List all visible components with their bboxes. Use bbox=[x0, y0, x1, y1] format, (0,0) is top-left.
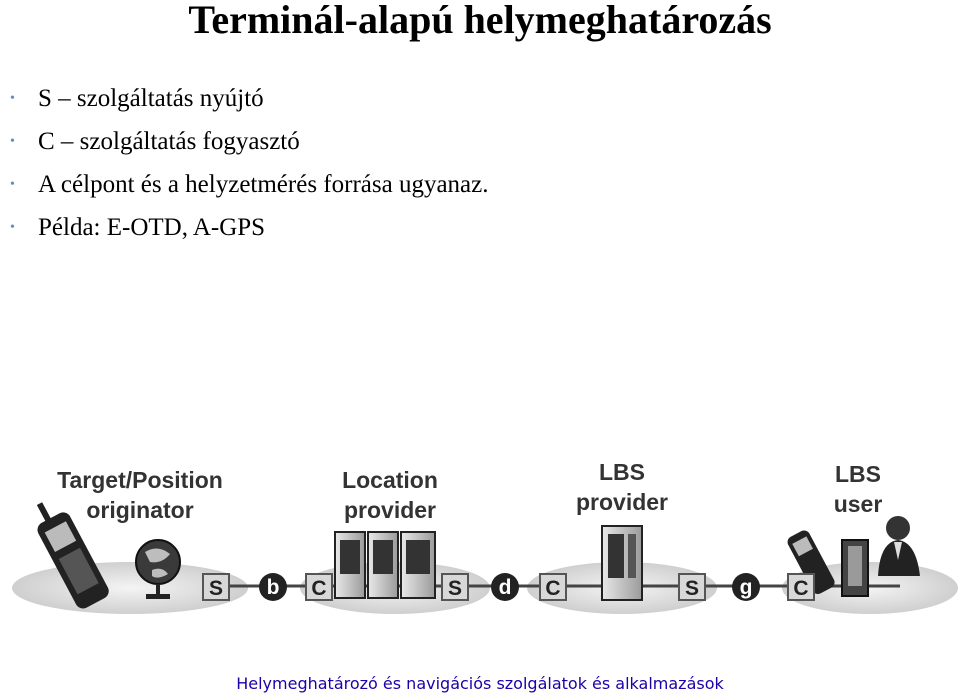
svg-text:S: S bbox=[685, 577, 699, 600]
svg-text:C: C bbox=[545, 577, 560, 600]
bullet-item: • A célpont és a helyzetmérés forrása ugy… bbox=[8, 168, 489, 211]
target-label-line1: Target/Position bbox=[57, 467, 223, 493]
bullet-text: S – szolgáltatás nyújtó bbox=[38, 85, 264, 112]
c-port-location: C bbox=[305, 573, 333, 601]
s-port-location: S bbox=[441, 573, 469, 601]
lbs-user-label-line2: user bbox=[834, 491, 883, 517]
location-label-line2: provider bbox=[344, 497, 436, 523]
bullet-text: C – szolgáltatás fogyasztó bbox=[38, 128, 300, 155]
lbs-user-label-line1: LBS bbox=[835, 461, 881, 487]
bullet-item: • S – szolgáltatás nyújtó bbox=[8, 82, 489, 125]
location-label-line1: Location bbox=[342, 467, 438, 493]
user-phone-icon bbox=[787, 530, 835, 595]
interface-node-b: b bbox=[259, 573, 287, 601]
target-label-line2: originator bbox=[86, 497, 193, 523]
diagram-canvas: Target/Position originator Location prov… bbox=[12, 459, 958, 614]
s-port-lbs: S bbox=[678, 573, 706, 601]
location-server-rack-icon bbox=[334, 531, 436, 599]
svg-text:S: S bbox=[209, 577, 223, 600]
bullet-dot-icon: • bbox=[10, 91, 15, 106]
bullet-dot-icon: • bbox=[10, 177, 15, 192]
svg-text:S: S bbox=[448, 577, 462, 600]
lbs-server-tower-icon bbox=[601, 525, 643, 601]
computer-monitor-icon bbox=[841, 539, 869, 597]
c-port-user: C bbox=[787, 573, 815, 601]
svg-text:C: C bbox=[311, 577, 326, 600]
interface-node-d: d bbox=[491, 573, 519, 601]
svg-text:C: C bbox=[793, 577, 808, 600]
s-port-target: S bbox=[202, 573, 230, 601]
mobile-phone-icon bbox=[36, 502, 109, 609]
person-icon bbox=[878, 516, 920, 576]
bullet-text: A célpont és a helyzetmérés forrása ugya… bbox=[38, 171, 489, 198]
svg-text:d: d bbox=[499, 576, 512, 599]
footer-text: Helymeghatározó és navigációs szolgálato… bbox=[236, 674, 724, 693]
slide-title: Terminál-alapú helymeghatározás bbox=[188, 0, 772, 42]
globe-icon bbox=[135, 539, 181, 599]
bullet-item: • C – szolgáltatás fogyasztó bbox=[8, 125, 489, 168]
lbs-provider-label-line2: provider bbox=[576, 489, 668, 515]
c-port-lbs: C bbox=[539, 573, 567, 601]
bullet-dot-icon: • bbox=[10, 220, 15, 235]
bullet-list: • S – szolgáltatás nyújtó • C – szolgáltat… bbox=[8, 82, 489, 254]
svg-text:b: b bbox=[267, 576, 280, 599]
bullet-item: • Példa: E-OTD, A-GPS bbox=[8, 211, 489, 254]
svg-text:g: g bbox=[740, 576, 753, 599]
lbs-architecture-diagram: Target/Position originator Location prov… bbox=[0, 436, 960, 640]
bullet-text: Példa: E-OTD, A-GPS bbox=[38, 214, 266, 241]
bullet-dot-icon: • bbox=[10, 134, 15, 149]
lbs-provider-label-line1: LBS bbox=[599, 459, 645, 485]
interface-node-g: g bbox=[732, 573, 760, 601]
